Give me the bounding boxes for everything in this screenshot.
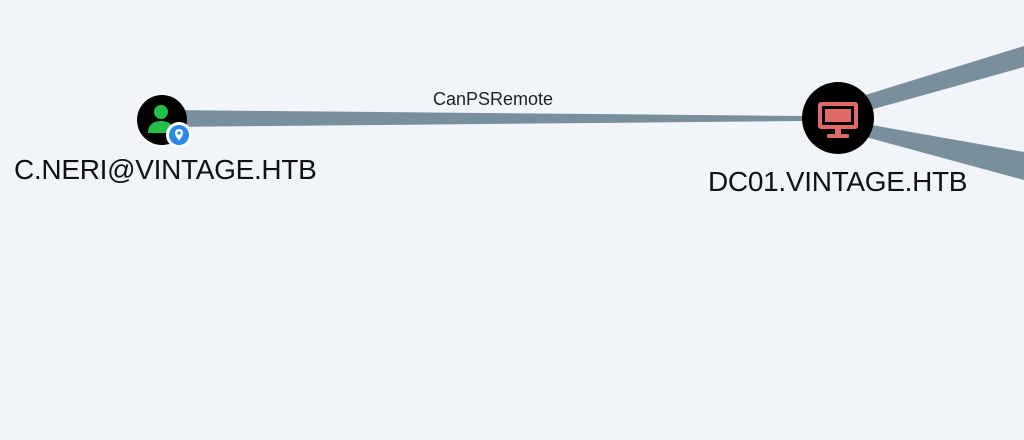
user-node-label[interactable]: C.NERI@VINTAGE.HTB (14, 154, 317, 185)
computer-node-label[interactable]: DC01.VINTAGE.HTB (708, 166, 968, 197)
edge-canpsremote[interactable] (165, 110, 805, 127)
edge-label-canpsremote[interactable]: CanPSRemote (433, 89, 554, 109)
computer-node[interactable] (802, 82, 874, 154)
location-pin-icon (175, 129, 183, 141)
edge-outgoing-upper[interactable] (862, 46, 1024, 110)
monitor-icon (818, 102, 858, 138)
location-badge (166, 122, 192, 148)
edge-outgoing-lower[interactable] (862, 124, 1024, 180)
